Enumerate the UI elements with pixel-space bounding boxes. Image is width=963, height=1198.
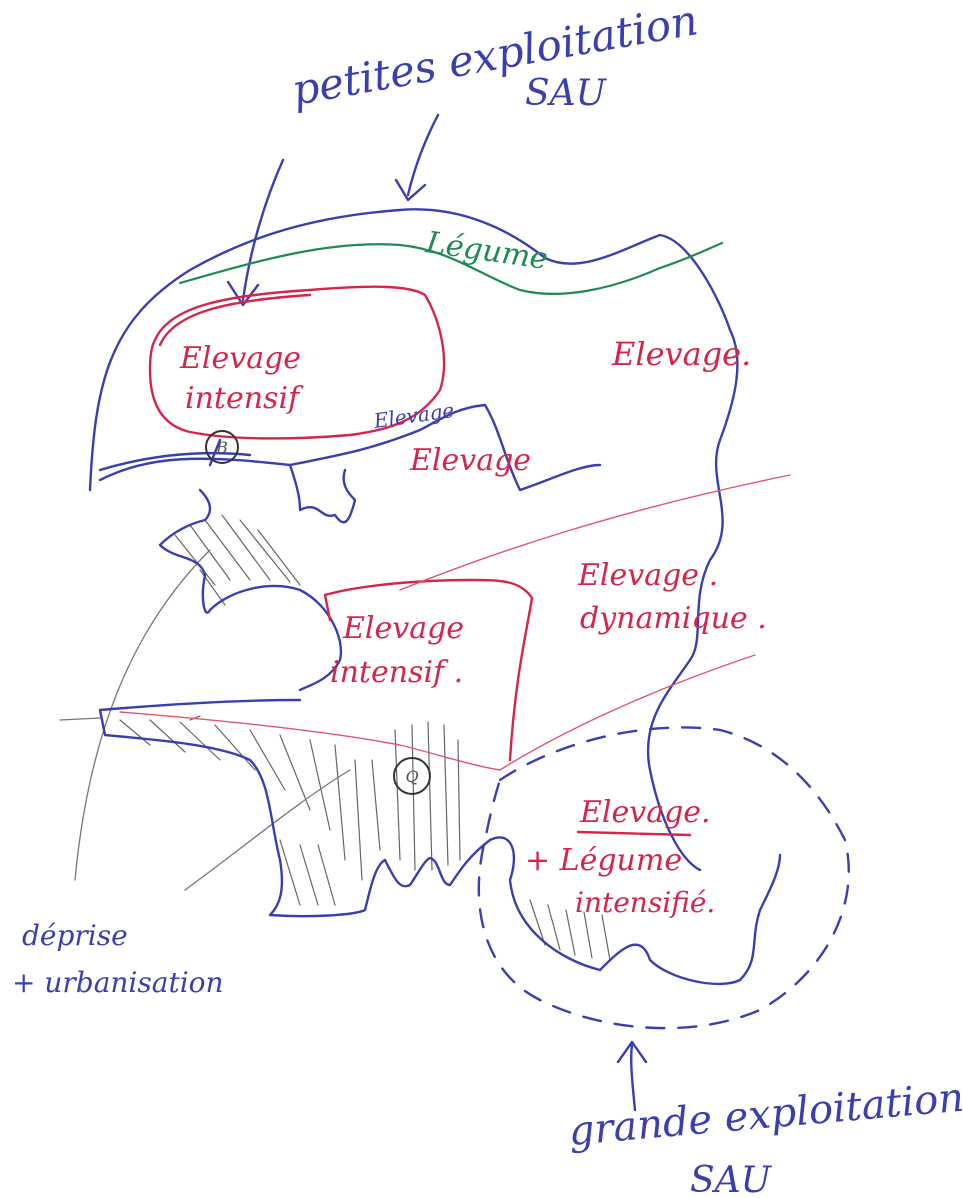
svg-text:Q: Q	[405, 767, 418, 786]
elevage-intensif-top-line2: intensif	[185, 381, 304, 416]
elevage-dynamique-line1: Elevage .	[577, 558, 718, 593]
bottom-title-line2: SAU	[690, 1160, 773, 1198]
marker-b: B	[205, 430, 239, 464]
elevage-intensif-center-line2: intensif .	[330, 655, 463, 690]
elevage-dynamique-line2: dynamique .	[580, 601, 767, 636]
top-title-line2: SAU	[525, 73, 608, 114]
elevage-intensif-top-line1: Elevage	[179, 341, 301, 376]
depriee-line2: + urbanisation	[12, 966, 224, 999]
elevage-small-word: Elevage	[371, 398, 455, 433]
svg-text:B: B	[215, 438, 228, 457]
legume-label: Légume	[423, 225, 550, 277]
elevage-middle-label: Elevage	[409, 443, 531, 478]
bottom-title-line1: grande exploitation	[567, 1075, 963, 1155]
elevage-legume-line3: intensifié.	[575, 886, 715, 919]
depriee-line1: déprise	[22, 919, 128, 952]
hatch-center	[394, 721, 461, 871]
hatch-bottom-left	[119, 719, 381, 906]
elevage-intensif-center-line1: Elevage	[342, 611, 464, 646]
hatch-bottom-right	[529, 899, 611, 961]
marker-q: Q	[393, 757, 431, 795]
red-outlines	[119, 285, 791, 771]
elevage-underline	[576, 830, 692, 837]
top-title-line1: petites exploitation	[288, 0, 701, 115]
hatched-zones	[119, 514, 611, 961]
elevage-legume-line1: Elevage.	[579, 795, 711, 830]
legume-boundary	[178, 241, 724, 295]
elevage-right-label: Elevage.	[611, 335, 751, 373]
elevage-legume-line2: + Légume	[525, 843, 682, 878]
